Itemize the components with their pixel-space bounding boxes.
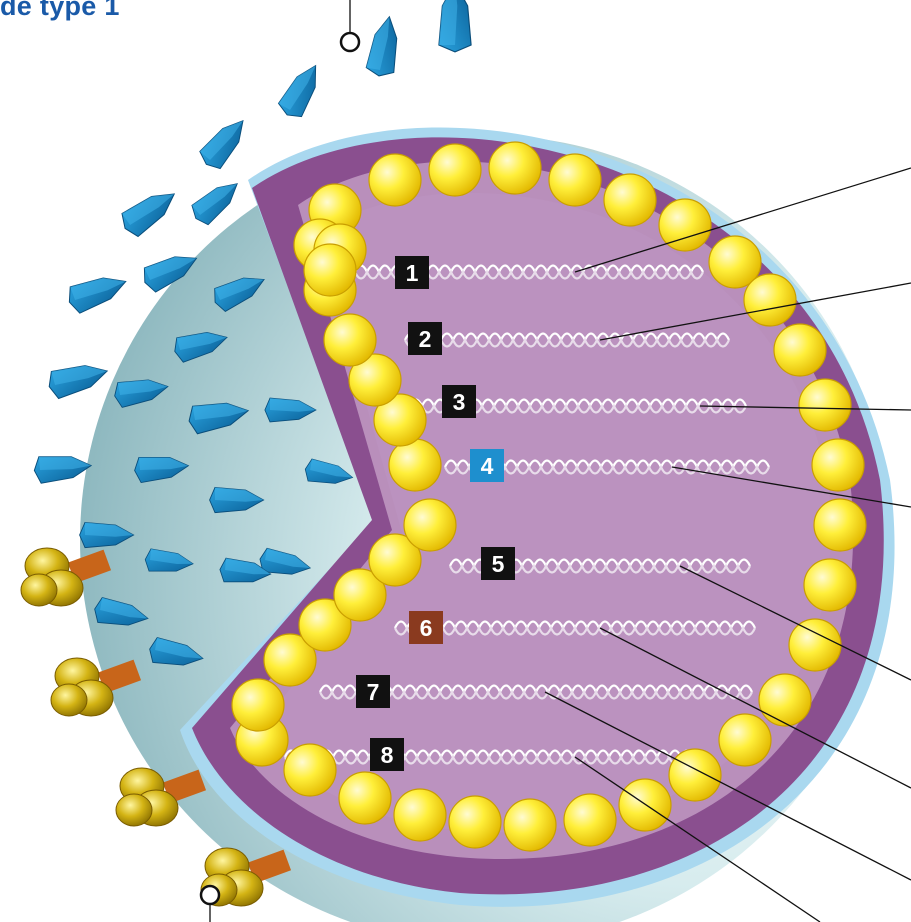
matrix-sphere-icon xyxy=(429,144,481,196)
segment-label-text: 2 xyxy=(419,326,432,352)
segment-label-2: 2 xyxy=(408,322,442,355)
spike-protein-icon xyxy=(33,452,92,483)
segment-label-text: 4 xyxy=(481,453,494,479)
segment-label-text: 8 xyxy=(381,742,394,768)
matrix-sphere-icon xyxy=(604,174,656,226)
matrix-sphere-icon xyxy=(804,559,856,611)
matrix-sphere-icon xyxy=(619,779,671,831)
matrix-sphere-icon xyxy=(774,324,826,376)
matrix-sphere-icon xyxy=(812,439,864,491)
matrix-sphere-icon xyxy=(504,799,556,851)
spike-protein-icon xyxy=(196,112,253,173)
matrix-sphere-icon xyxy=(324,314,376,366)
matrix-sphere-icon xyxy=(744,274,796,326)
matrix-sphere-icon xyxy=(389,439,441,491)
segment-label-text: 3 xyxy=(453,389,466,415)
matrix-sphere-icon xyxy=(814,499,866,551)
matrix-sphere-icon xyxy=(449,796,501,848)
spike-protein-icon xyxy=(365,14,403,78)
segment-label-text: 6 xyxy=(420,615,433,641)
matrix-sphere-icon xyxy=(759,674,811,726)
spike-protein-icon xyxy=(46,358,111,401)
matrix-sphere-icon xyxy=(789,619,841,671)
segment-label-3: 3 xyxy=(442,385,476,418)
segment-label-6: 6 xyxy=(409,611,443,644)
callout-pin-icon xyxy=(201,886,219,904)
segment-label-1: 1 xyxy=(395,256,429,289)
matrix-sphere-icon xyxy=(304,244,356,296)
spike-protein-icon xyxy=(276,59,328,122)
segment-label-8: 8 xyxy=(370,738,404,771)
segment-label-text: 7 xyxy=(367,679,380,705)
matrix-sphere-icon xyxy=(404,499,456,551)
matrix-sphere-icon xyxy=(669,749,721,801)
segment-label-5: 5 xyxy=(481,547,515,580)
spike-protein-icon xyxy=(65,268,131,315)
spike-protein-icon xyxy=(188,174,246,228)
matrix-sphere-icon xyxy=(719,714,771,766)
matrix-sphere-icon xyxy=(232,679,284,731)
callout-pin-icon xyxy=(341,33,359,51)
matrix-sphere-icon xyxy=(489,142,541,194)
matrix-sphere-icon xyxy=(799,379,851,431)
matrix-sphere-icon xyxy=(284,744,336,796)
matrix-sphere-icon xyxy=(549,154,601,206)
segment-label-text: 1 xyxy=(406,260,419,286)
segment-label-4: 4 xyxy=(470,449,504,482)
matrix-sphere-icon xyxy=(564,794,616,846)
spike-protein-icon xyxy=(117,183,182,240)
segment-label-text: 5 xyxy=(492,551,505,577)
spike-protein-icon xyxy=(439,0,471,52)
matrix-sphere-icon xyxy=(369,154,421,206)
matrix-sphere-icon xyxy=(394,789,446,841)
matrix-sphere-icon xyxy=(339,772,391,824)
segment-label-7: 7 xyxy=(356,675,390,708)
